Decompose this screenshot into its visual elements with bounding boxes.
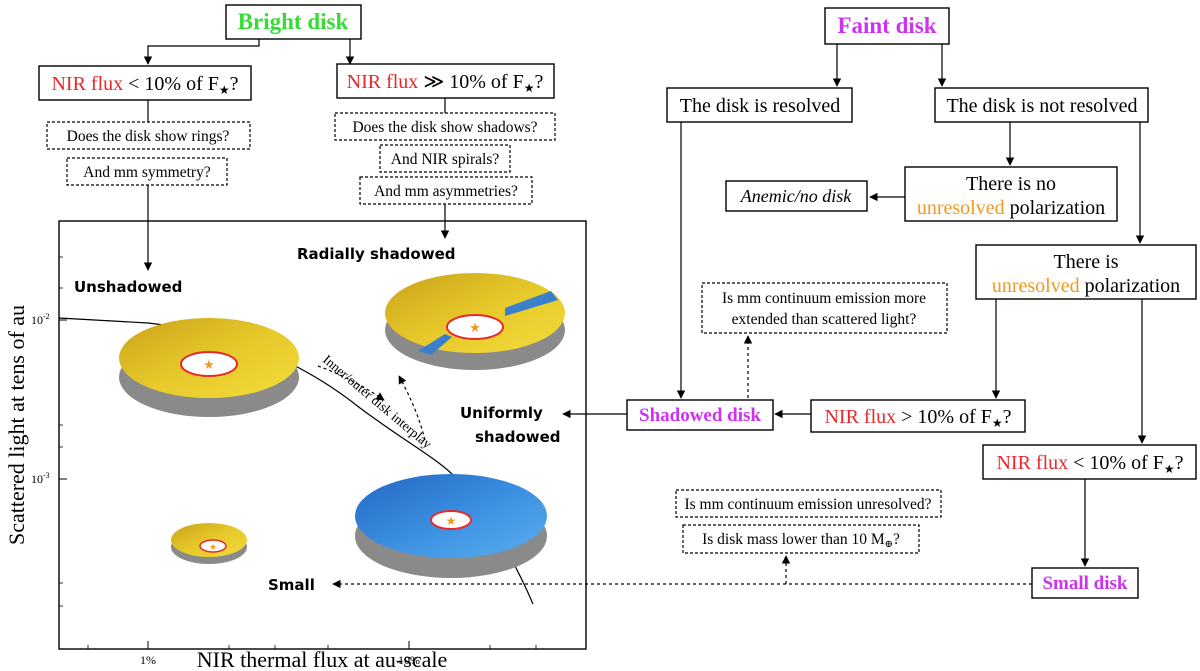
star-icon: ★ — [446, 514, 457, 528]
question-rings-box — [46, 121, 251, 150]
no-unresolved-line1: There is no — [966, 173, 1056, 195]
question-shadows: Does the disk show shadows? — [352, 119, 537, 136]
question-mm-extended-line1: Is mm continuum emission more — [722, 290, 926, 307]
question-mm-asymmetries: And mm asymmetries? — [374, 183, 518, 200]
nir-mid-box — [810, 399, 1026, 433]
nir-mid-text: NIR flux > 10% of F★? — [824, 406, 1011, 430]
anemic-text: Anemic/no disk — [740, 186, 852, 206]
label-small: Small — [268, 576, 315, 594]
question-mm-unresolved-box — [675, 489, 942, 518]
x-tick-label: 10% — [398, 653, 420, 667]
nir-low-box — [38, 65, 252, 101]
question-mm-symmetry: And mm symmetry? — [83, 164, 211, 181]
arrow — [143, 39, 260, 65]
disk-icon: ★ — [119, 318, 299, 417]
not-resolved-text: The disk is not resolved — [946, 95, 1137, 117]
bright-disk-title: Bright disk — [238, 9, 349, 34]
shadowed-disk-box — [626, 399, 774, 431]
x-axis-label: NIR thermal flux at au-scale — [197, 647, 447, 671]
no-unresolved-box — [904, 166, 1118, 222]
disk-icon: ★ — [385, 273, 565, 370]
plot-area: 1% 10% 10-2 10-3 NIR thermal flux at au-… — [4, 220, 587, 671]
y-tick-label: 10-3 — [31, 471, 50, 486]
star-icon: ★ — [203, 357, 215, 372]
nir-high-text: NIR flux ≫ 10% of F★? — [347, 71, 544, 95]
disk-icon: ★ — [355, 474, 547, 578]
anemic-box — [725, 180, 868, 212]
resolved-box — [666, 87, 853, 123]
unresolved-line2: unresolved polarization — [992, 275, 1180, 297]
label-unshadowed: Unshadowed — [74, 278, 182, 296]
star-icon: ★ — [469, 320, 481, 335]
star-icon: ★ — [209, 542, 217, 552]
faint-disk-box — [824, 7, 950, 45]
interplay-arrow-down — [317, 365, 385, 401]
nir-low-right-text: NIR flux < 10% of F★? — [996, 452, 1183, 476]
question-mm-asymmetries-box — [359, 176, 533, 205]
label-shadowed: shadowed — [475, 428, 561, 446]
shadowed-disk-title: Shadowed disk — [639, 405, 761, 426]
unresolved-line1: There is — [1054, 251, 1119, 273]
question-mm-extended-box — [701, 282, 948, 334]
question-mm-symmetry-box — [66, 157, 228, 186]
label-uniformly: Uniformly — [460, 404, 543, 422]
nir-high-box — [336, 63, 555, 99]
bright-disk-box — [225, 4, 362, 40]
label-radially-shadowed: Radially shadowed — [297, 245, 456, 263]
question-spirals: And NIR spirals? — [391, 151, 500, 168]
right-flow: Faint disk The disk is resolved The disk… — [332, 7, 1197, 599]
no-unresolved-line2: unresolved polarization — [917, 197, 1105, 219]
x-tick-label: 1% — [140, 653, 156, 667]
left-flow: Bright disk NIR flux < 10% of F★? NIR fl… — [38, 4, 556, 271]
small-disk-title: Small disk — [1042, 573, 1127, 594]
not-resolved-box — [934, 87, 1149, 123]
minor-ticks — [59, 256, 537, 649]
question-spirals-box — [379, 144, 511, 173]
disk-icon: ★ — [171, 523, 247, 564]
small-disk-box — [1031, 567, 1139, 599]
y-tick-label: 10-2 — [31, 312, 50, 327]
question-shadows-box — [334, 112, 556, 141]
nir-low-text: NIR flux < 10% of F★? — [51, 73, 238, 97]
faint-disk-title: Faint disk — [837, 13, 936, 38]
question-mm-extended-line2: extended than scattered light? — [732, 311, 917, 328]
question-mass-box — [682, 524, 920, 554]
resolved-text: The disk is resolved — [680, 95, 841, 117]
unresolved-box — [975, 244, 1197, 300]
question-rings: Does the disk show rings? — [67, 128, 230, 145]
question-mm-unresolved: Is mm continuum emission unresolved? — [684, 496, 931, 513]
nir-low-right-box — [982, 444, 1197, 480]
interplay-arrow-up — [398, 375, 426, 441]
y-axis-label: Scattered light at tens of au — [4, 305, 29, 545]
question-mass: Is disk mass lower than 10 M⊕? — [702, 531, 900, 550]
